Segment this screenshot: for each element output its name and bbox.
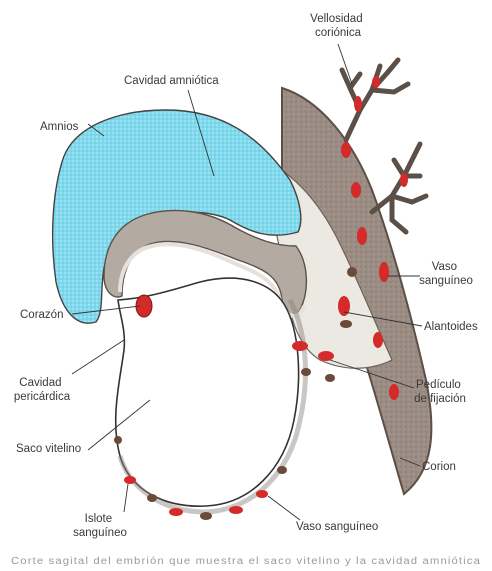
label-alantoides: Alantoides <box>424 321 478 333</box>
label-cavidad-pericardica: Cavidad pericárdica <box>14 377 71 403</box>
figure-caption: Corte sagital del embrión que muestra el… <box>11 556 481 567</box>
label-islote: Islote sanguíneo <box>73 513 127 539</box>
label-amnios: Amnios <box>40 121 79 133</box>
label-vaso-bottom: Vaso sanguíneo <box>296 521 378 533</box>
label-cavidad-amniotica: Cavidad amniótica <box>124 75 219 87</box>
label-vellosidad: Vellosidad coriónica <box>310 13 366 39</box>
label-corion: Corion <box>422 461 456 473</box>
label-corazon: Corazón <box>20 309 63 321</box>
label-saco-vitelino: Saco vitelino <box>16 443 81 455</box>
chorionic-villi-icon <box>342 60 408 140</box>
label-vaso-right: Vaso sanguíneo <box>419 261 473 287</box>
